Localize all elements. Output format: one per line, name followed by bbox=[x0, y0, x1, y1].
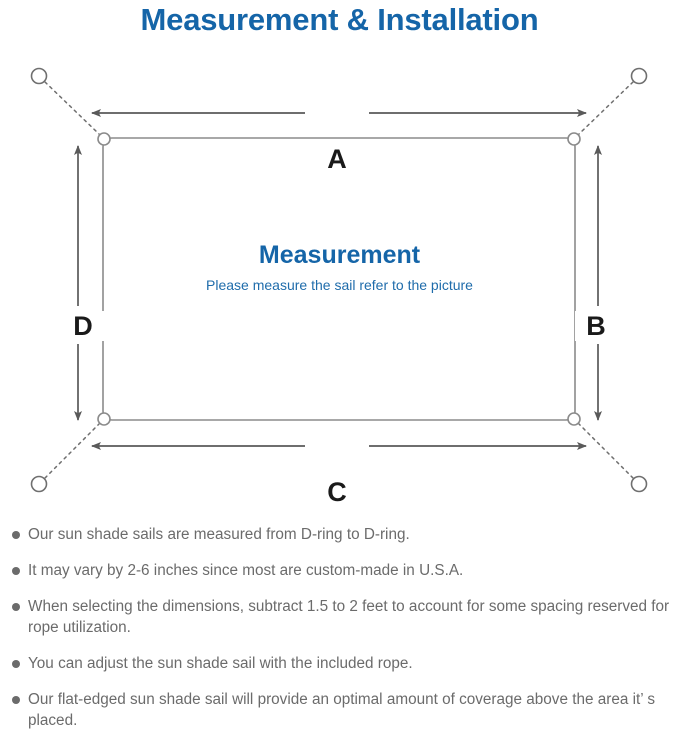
page-title: Measurement & Installation bbox=[140, 2, 539, 37]
bullet-icon bbox=[12, 660, 20, 668]
rope-line-bottom-right bbox=[578, 423, 634, 479]
dimension-label-c: C bbox=[311, 477, 363, 507]
measurement-diagram: A B C D bbox=[0, 48, 679, 518]
d-ring-top-right bbox=[567, 132, 581, 146]
diagram-svg bbox=[30, 67, 648, 493]
note-text: Our flat-edged sun shade sail will provi… bbox=[28, 691, 655, 729]
note-item: You can adjust the sun shade sail with t… bbox=[0, 653, 679, 674]
note-item: Our flat-edged sun shade sail will provi… bbox=[0, 689, 679, 731]
rope-line-top-left bbox=[44, 81, 100, 135]
d-ring-bottom-right bbox=[567, 412, 581, 426]
dimension-label-b: B bbox=[575, 311, 617, 341]
note-item: Our sun shade sails are measured from D-… bbox=[0, 524, 679, 545]
note-text: It may vary by 2-6 inches since most are… bbox=[28, 562, 464, 579]
note-item: When selecting the dimensions, subtract … bbox=[0, 596, 679, 638]
bullet-icon bbox=[12, 696, 20, 704]
note-item: It may vary by 2-6 inches since most are… bbox=[0, 560, 679, 581]
anchor-point-bottom-left bbox=[30, 475, 48, 493]
d-ring-top-left bbox=[97, 132, 111, 146]
bullet-icon bbox=[12, 567, 20, 575]
anchor-point-top-left bbox=[30, 67, 48, 85]
notes-list: Our sun shade sails are measured from D-… bbox=[0, 524, 679, 746]
dimension-label-a: A bbox=[311, 144, 363, 174]
note-text: When selecting the dimensions, subtract … bbox=[28, 598, 670, 636]
sail-rectangle bbox=[102, 137, 576, 421]
d-ring-bottom-left bbox=[97, 412, 111, 426]
rope-line-bottom-left bbox=[44, 423, 100, 479]
anchor-point-bottom-right bbox=[630, 475, 648, 493]
anchor-point-top-right bbox=[630, 67, 648, 85]
rope-line-top-right bbox=[578, 81, 634, 135]
note-text: You can adjust the sun shade sail with t… bbox=[28, 655, 413, 672]
bullet-icon bbox=[12, 603, 20, 611]
bullet-icon bbox=[12, 531, 20, 539]
dimension-label-d: D bbox=[62, 311, 104, 341]
note-text: Our sun shade sails are measured from D-… bbox=[28, 526, 410, 543]
